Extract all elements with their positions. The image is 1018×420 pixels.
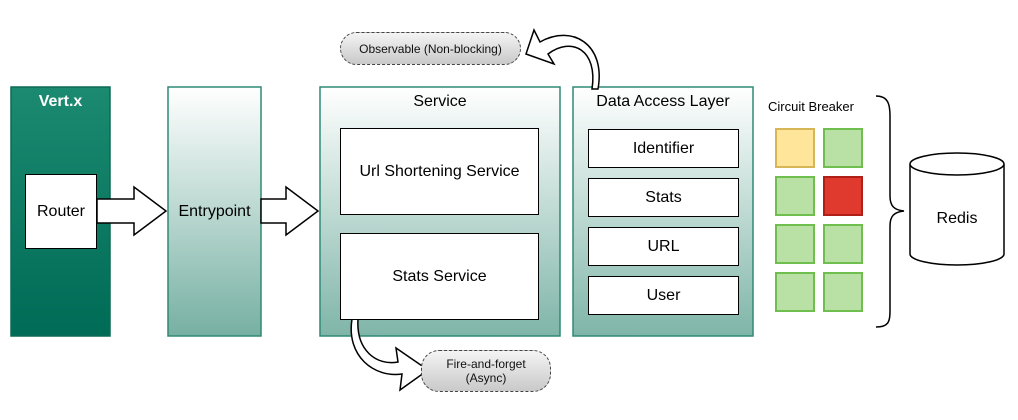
entrypoint-label: Entrypoint — [178, 203, 251, 220]
arrow-observable-curve — [525, 28, 600, 90]
circuit-cell — [775, 272, 815, 312]
circuit-breaker-grid — [775, 128, 865, 316]
entrypoint-panel — [167, 86, 262, 337]
dal-item-label: Stats — [645, 188, 682, 206]
circuit-cell — [823, 128, 863, 168]
url-shortening-service-label: Url Shortening Service — [359, 162, 520, 180]
dal-item-label: Identifier — [632, 139, 695, 157]
fire-and-forget-line1: Fire-and-forget — [446, 357, 526, 371]
fire-and-forget-line2: (Async) — [465, 371, 507, 385]
router-box: Router — [25, 174, 97, 249]
fire-and-forget-note: Fire-and-forget (Async) — [421, 350, 551, 392]
redis-cylinder-icon — [909, 152, 1005, 266]
dal-item-user: User — [588, 276, 739, 315]
router-label: Router — [36, 202, 86, 220]
dal-item-url: URL — [588, 227, 739, 266]
circuit-cell — [823, 176, 863, 216]
circuit-cell — [823, 272, 863, 312]
vertx-title: Vert.x — [38, 93, 83, 110]
dal-item-stats: Stats — [588, 178, 739, 217]
dal-item-label: URL — [647, 237, 680, 255]
stats-service-label: Stats Service — [392, 267, 487, 285]
arrow-router-to-entrypoint — [96, 185, 168, 237]
circuit-cell — [775, 128, 815, 168]
url-shortening-service-box: Url Shortening Service — [340, 128, 539, 215]
observable-note-text: Observable (Non-blocking) — [359, 41, 502, 56]
circuit-breaker-title: Circuit Breaker — [768, 99, 854, 114]
dal-item-label: User — [646, 286, 681, 304]
circuit-cell — [775, 224, 815, 264]
service-title: Service — [413, 93, 467, 110]
brace-icon — [875, 95, 905, 328]
dal-title: Data Access Layer — [596, 93, 730, 110]
circuit-cell — [823, 224, 863, 264]
arrow-fire-forget-curve — [350, 318, 430, 392]
circuit-cell — [775, 176, 815, 216]
redis-label: Redis — [936, 210, 978, 227]
dal-item-identifier: Identifier — [588, 129, 739, 168]
stats-service-box: Stats Service — [340, 233, 539, 320]
arrow-entrypoint-to-service — [260, 185, 320, 237]
vertx-header: Vert.x — [11, 93, 110, 111]
observable-note: Observable (Non-blocking) — [340, 32, 521, 65]
